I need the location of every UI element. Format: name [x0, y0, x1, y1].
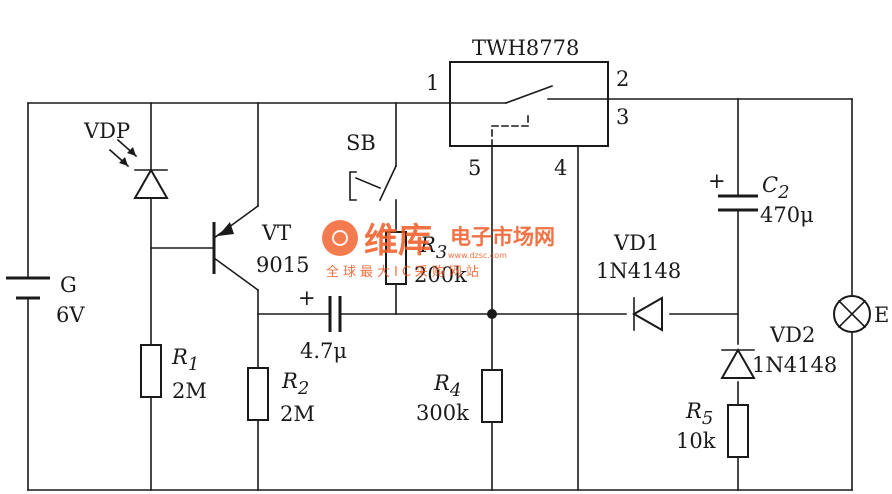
vd2-value: 1N4148	[752, 353, 837, 377]
ic-pin-5: 5	[468, 156, 481, 180]
watermark-logo-icon	[322, 220, 358, 256]
ic-pin-1: 1	[426, 71, 439, 95]
resistor-r1: R1 2M	[140, 344, 207, 403]
vd1-value: 1N4148	[596, 259, 681, 283]
c2-ref: C2	[762, 173, 790, 203]
ic-twh8778: TWH8778 1 2 3 4 5	[426, 36, 629, 180]
c2-value: 470μ	[760, 203, 814, 227]
battery-ref: G	[60, 273, 77, 297]
resistor-r2: R2 2M	[247, 367, 315, 426]
resistor-r4: R4 300k	[416, 369, 503, 425]
battery-g: G 6V	[6, 273, 85, 327]
watermark: 维库 电子市场网 www.dzsc.com 全球最大IC采购网站	[322, 220, 555, 280]
c2-polarity: +	[708, 169, 726, 193]
watermark-tagline: 全球最大IC采购网站	[326, 264, 483, 280]
r5-value: 10k	[676, 429, 716, 453]
r1-value: 2M	[172, 379, 207, 403]
ic-pin-2: 2	[616, 67, 629, 91]
watermark-logo-text: 维库	[364, 221, 432, 261]
r3-value: 200k	[414, 263, 467, 287]
lamp-ref: E	[874, 303, 889, 327]
junction-dot	[487, 309, 497, 319]
battery-value: 6V	[56, 303, 85, 327]
resistor-r3: R3 200k	[385, 231, 467, 287]
ic-pin-3: 3	[616, 105, 629, 129]
r1-ref: R1	[171, 345, 199, 375]
watermark-url: www.dzsc.com	[448, 251, 507, 260]
c1-value: 4.7μ	[300, 339, 347, 363]
transistor-ref: VT	[261, 221, 291, 245]
c1-polarity: +	[298, 286, 316, 310]
vd2-ref: VD2	[769, 323, 815, 347]
capacitor-c1: + 4.7μ	[298, 286, 347, 363]
ic-label: TWH8778	[472, 36, 579, 60]
diode-vd2: VD2 1N4148	[720, 323, 837, 379]
r2-value: 2M	[280, 402, 315, 426]
r4-ref: R4	[433, 371, 461, 401]
diode-vd1: VD1 1N4148	[596, 231, 681, 332]
r2-ref: R2	[281, 369, 309, 399]
transistor-value: 9015	[256, 253, 309, 277]
photodiode-vdp: VDP	[83, 119, 169, 199]
resistor-r5: R5 10k	[676, 399, 749, 458]
wires	[27, 98, 853, 491]
switch-sb: SB	[346, 131, 398, 202]
transistor-vt: VT 9015	[212, 204, 309, 292]
photodiode-ref: VDP	[83, 119, 130, 143]
lamp-e: E	[833, 295, 889, 333]
ic-pin-4: 4	[554, 156, 567, 180]
r3-ref: R3	[419, 233, 447, 263]
switch-ref: SB	[346, 131, 376, 155]
r4-value: 300k	[416, 401, 469, 425]
watermark-site: 电子市场网	[450, 225, 555, 249]
r5-ref: R5	[685, 399, 713, 429]
vd1-ref: VD1	[613, 231, 659, 255]
capacitor-c2: + C2 470μ	[708, 169, 814, 227]
